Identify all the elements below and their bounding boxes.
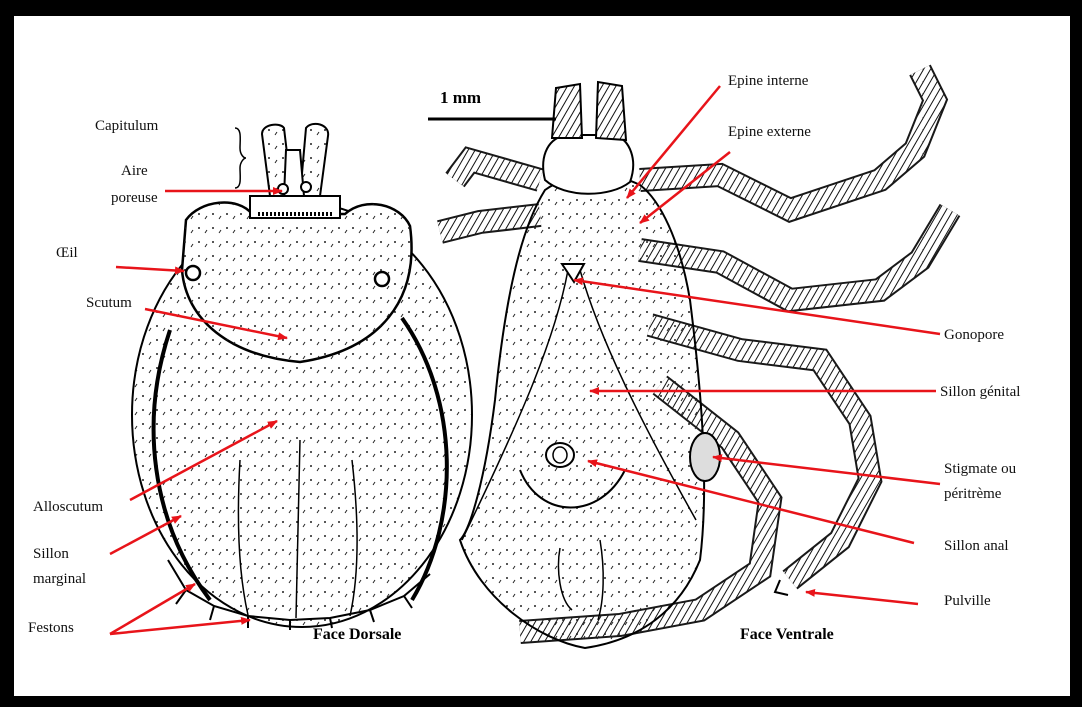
dorsal-view bbox=[132, 124, 472, 630]
ventral-body bbox=[460, 175, 704, 648]
label-pulville: Pulville bbox=[944, 592, 991, 610]
ventral-pulvillus bbox=[775, 580, 788, 595]
label-sillon-marginal-line2: marginal bbox=[33, 570, 86, 588]
label-alloscutum: Alloscutum bbox=[33, 498, 103, 516]
label-capitulum: Capitulum bbox=[95, 117, 158, 135]
label-aire-poreuse-line2: poreuse bbox=[111, 189, 158, 207]
label-sillon-anal: Sillon anal bbox=[944, 537, 1009, 555]
label-epine-externe: Epine externe bbox=[728, 123, 811, 141]
capitulum-bracket bbox=[235, 128, 246, 188]
label-aire-poreuse-line1: Aire bbox=[121, 162, 148, 180]
label-epine-interne: Epine interne bbox=[728, 72, 808, 90]
ventral-view bbox=[440, 70, 950, 648]
label-scutum: Scutum bbox=[86, 294, 132, 312]
label-festons: Festons bbox=[28, 619, 74, 637]
label-stigmate-line2: péritrème bbox=[944, 485, 1001, 503]
label-oeil: Œil bbox=[56, 244, 78, 262]
arrow-oeil bbox=[116, 267, 184, 271]
ventral-view-title: Face Ventrale bbox=[740, 626, 834, 644]
label-stigmate-line1: Stigmate ou bbox=[944, 460, 1016, 478]
scale-label: 1 mm bbox=[440, 88, 481, 108]
arrow-pulville bbox=[806, 592, 918, 604]
label-sillon-genital: Sillon génital bbox=[940, 383, 1020, 401]
dorsal-eye-left bbox=[186, 266, 200, 280]
dorsal-view-title: Face Dorsale bbox=[313, 626, 401, 644]
ventral-capitulum bbox=[543, 135, 633, 194]
label-gonopore: Gonopore bbox=[944, 326, 1004, 344]
label-sillon-marginal-line1: Sillon bbox=[33, 545, 69, 563]
